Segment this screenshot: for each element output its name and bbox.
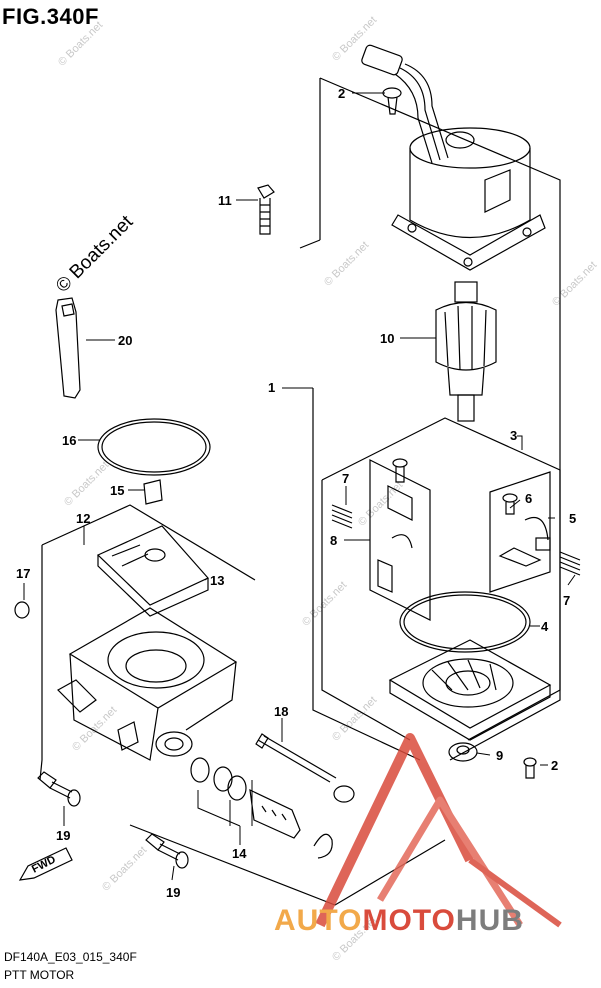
motor-cable: [361, 44, 449, 164]
callout-2: 2: [551, 758, 558, 773]
armature-10: [435, 281, 497, 422]
gasket-13: [96, 525, 209, 617]
assembly-frame-3: [321, 417, 561, 741]
screw-2-bottom: [523, 757, 537, 779]
brush-holder-5: [489, 471, 551, 593]
spring-7-right: [559, 551, 581, 576]
bolt-18: [255, 733, 355, 803]
circlip: [313, 833, 333, 859]
bolt-11: [257, 184, 275, 235]
logo-part-moto: MOTO: [362, 904, 456, 937]
spring-7-left: [331, 504, 353, 529]
callouts: 2 11 10 1 3 7 6 5 8 7 4 9 2 20 16 15 12 …: [16, 86, 576, 900]
o-rings-14: [190, 757, 301, 839]
o-ring-4-inner: [403, 594, 527, 650]
leader-lines: [23, 92, 576, 881]
logo-part-hub: HUB: [455, 904, 524, 937]
washer-9: [448, 742, 478, 762]
callout-7: 7: [563, 593, 570, 608]
diagram-code: DF140A_E03_015_340F: [4, 950, 137, 964]
brand-logo-text: AUTOMOTOHUB: [274, 904, 524, 938]
brush-base: [388, 639, 552, 741]
callout-1: 1: [268, 380, 275, 395]
callout-4: 4: [541, 619, 549, 634]
logo-part-auto: AUTO: [274, 904, 363, 937]
callout-3: 3: [510, 428, 517, 443]
screw-2-top: [382, 87, 402, 115]
callout-2: 2: [338, 86, 345, 101]
callout-14: 14: [232, 846, 247, 861]
motor-housing: [391, 127, 546, 271]
callout-18: 18: [274, 704, 288, 719]
fwd-arrow: FWD: [18, 847, 73, 881]
assembly-frame-1: [299, 77, 561, 761]
o-ring-16: [97, 418, 211, 476]
o-ring-4: [399, 591, 531, 653]
callout-15: 15: [110, 483, 124, 498]
clip-20: [55, 297, 81, 399]
callout-9: 9: [496, 748, 503, 763]
callout-11: 11: [218, 193, 232, 208]
o-ring-17: [14, 601, 30, 619]
brand-logo-mark: [315, 733, 562, 928]
callout-19: 19: [166, 885, 180, 900]
callout-5: 5: [569, 511, 576, 526]
callout-13: 13: [210, 573, 224, 588]
callout-20: 20: [118, 333, 132, 348]
callout-8: 8: [330, 533, 337, 548]
callout-7: 7: [342, 471, 349, 486]
callout-16: 16: [62, 433, 76, 448]
callout-10: 10: [380, 331, 394, 346]
brush-holder-8: [369, 458, 431, 621]
pump-body: [57, 607, 238, 761]
callout-17: 17: [16, 566, 30, 581]
callout-12: 12: [76, 511, 90, 526]
callout-6: 6: [525, 491, 532, 506]
o-ring-16-inner: [101, 421, 207, 473]
bolt-19-upper: [37, 771, 81, 807]
diagram-name: PTT MOTOR: [4, 968, 75, 982]
assembly-frame-12: [39, 504, 446, 906]
figure-title: FIG.340F: [2, 4, 99, 29]
bolt-19-lower: [145, 833, 189, 869]
plug-15: [143, 479, 163, 505]
callout-19: 19: [56, 828, 70, 843]
